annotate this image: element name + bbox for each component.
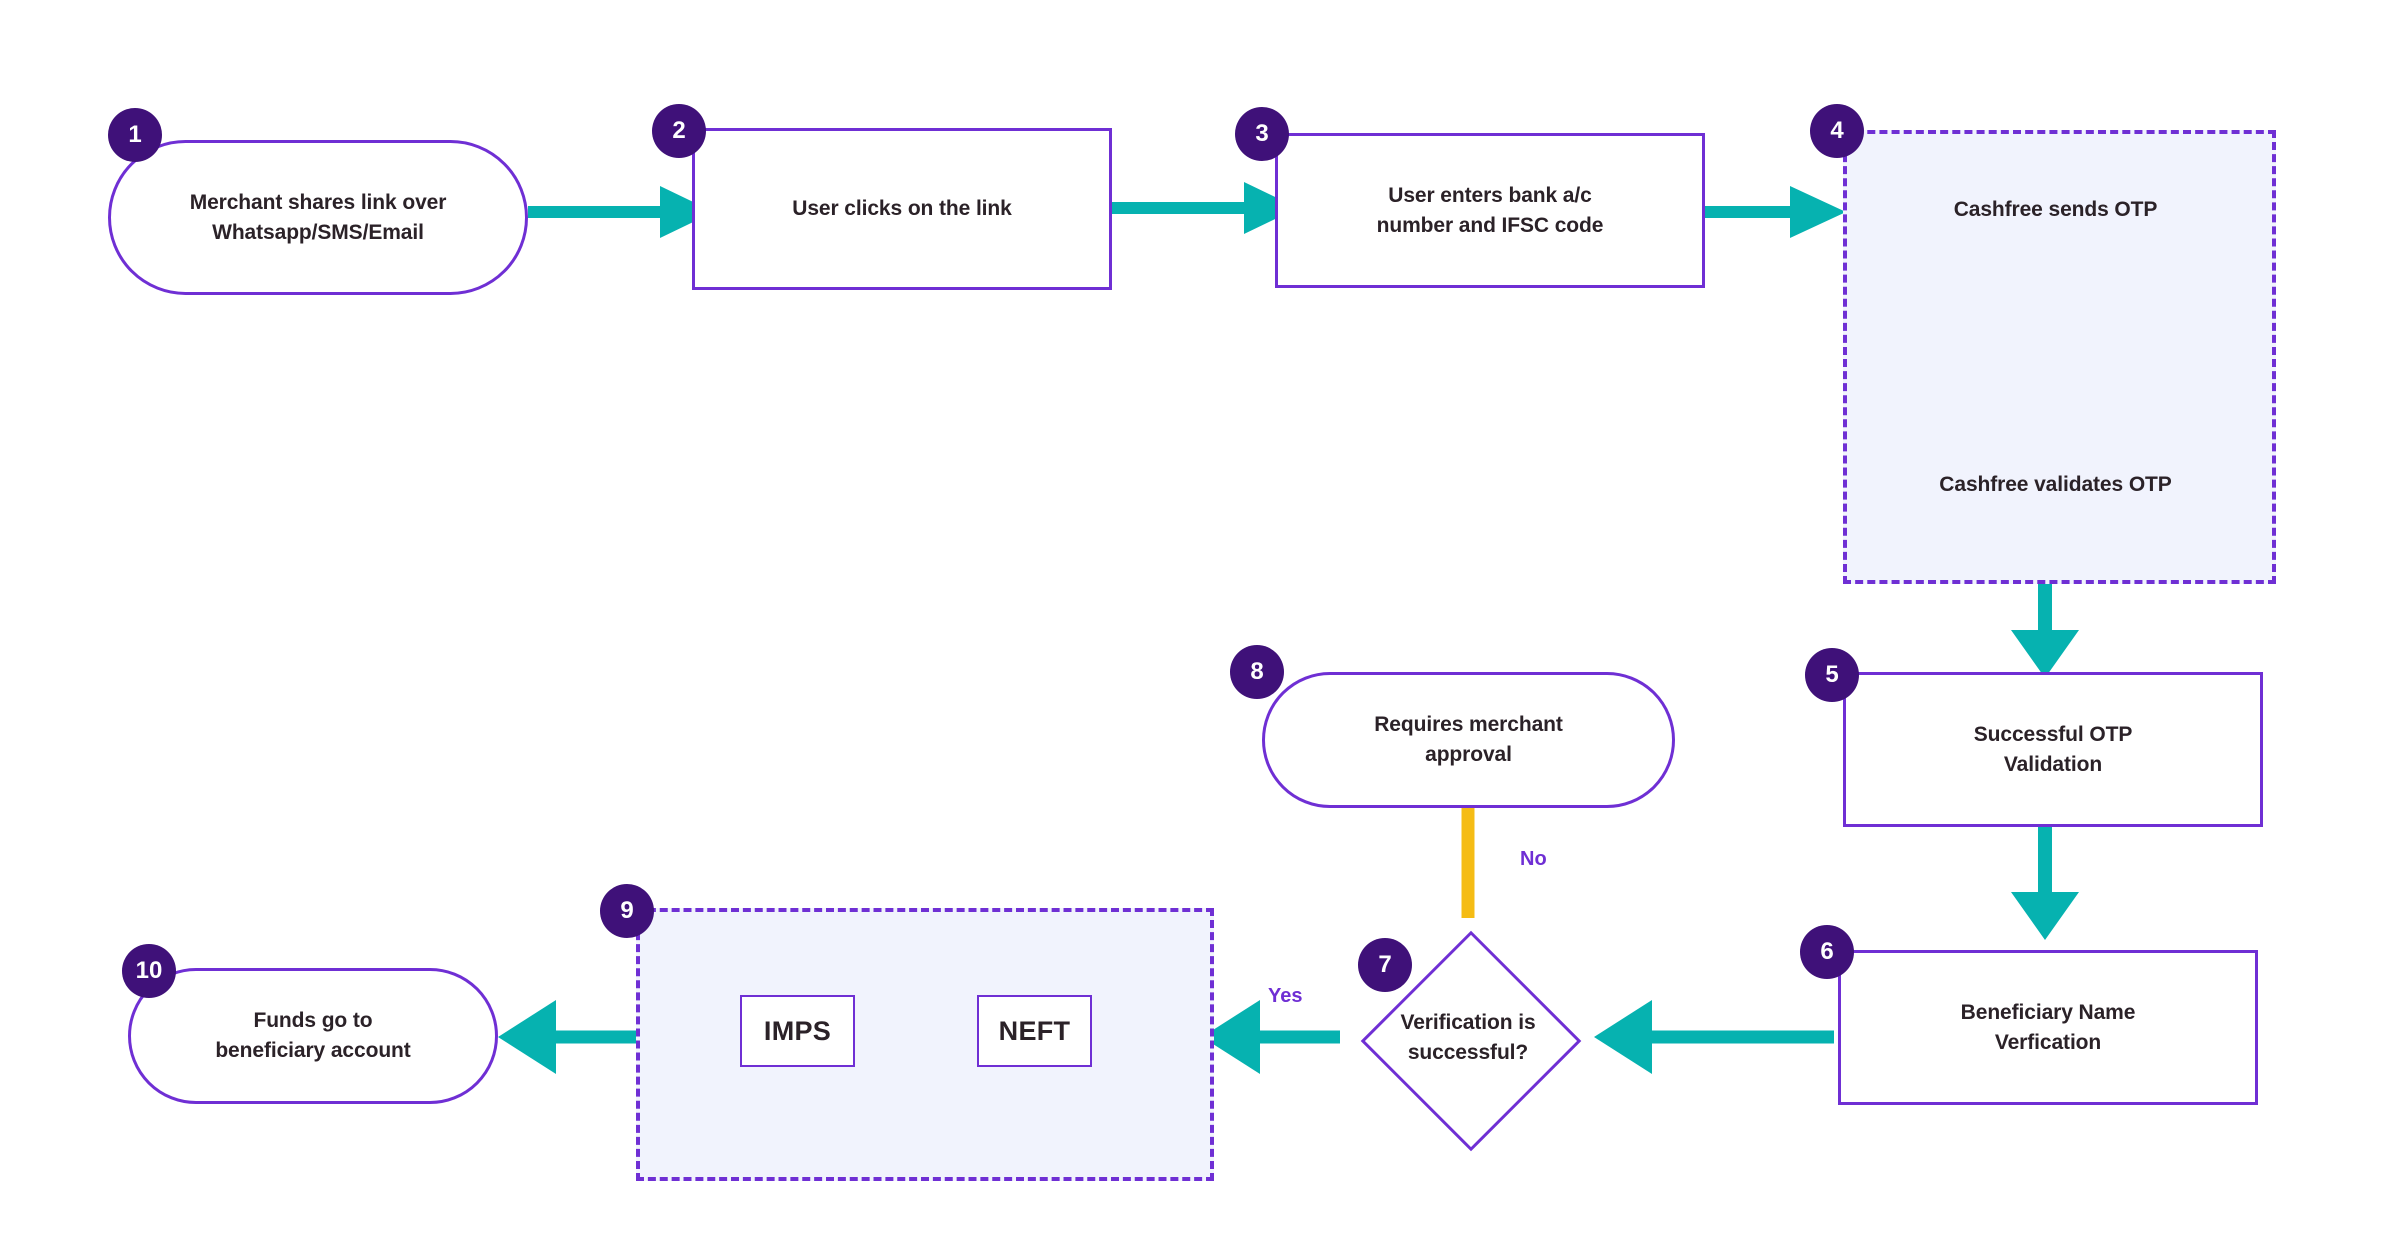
edge-n7-n9-yes bbox=[1202, 1000, 1340, 1074]
step-badge-6: 6 bbox=[1800, 925, 1854, 979]
node-step-7-line-1: Verification is bbox=[1400, 1011, 1536, 1035]
transfer-mode-neft[interactable]: NEFT bbox=[977, 995, 1092, 1067]
edge-n5-n6 bbox=[2011, 822, 2079, 940]
step-badge-1: 1 bbox=[108, 108, 162, 162]
node-step-3-line-2: number and IFSC code bbox=[1376, 213, 1604, 237]
step-badge-4: 4 bbox=[1810, 104, 1864, 158]
node-step-6-line-1: Beneficiary Name bbox=[1960, 1000, 2136, 1024]
step-badge-10: 10 bbox=[122, 944, 176, 998]
node-step-7-label: Verification is successful? bbox=[1382, 1008, 1553, 1068]
node-step-7[interactable]: Verification is successful? bbox=[1355, 925, 1582, 1152]
node-step-2[interactable]: User clicks on the link bbox=[692, 128, 1112, 290]
edge-n4-n5 bbox=[2011, 572, 2079, 678]
step-badge-3: 3 bbox=[1235, 107, 1289, 161]
node-step-10-line-1: Funds go to bbox=[253, 1009, 373, 1033]
node-step-5-label: Successful OTP Validation bbox=[1956, 720, 2151, 780]
node-step-3-label: User enters bank a/c number and IFSC cod… bbox=[1359, 181, 1622, 241]
node-step-2-line-1: User clicks on the link bbox=[792, 197, 1012, 221]
edge-n1-n2 bbox=[528, 186, 714, 238]
step-badge-7: 7 bbox=[1358, 938, 1412, 992]
node-step-1-line-2: Whatsapp/SMS/Email bbox=[212, 220, 424, 244]
node-step-10-label: Funds go to beneficiary account bbox=[197, 1006, 428, 1066]
node-step-4-top-label: Cashfree sends OTP bbox=[1843, 180, 2268, 240]
node-step-1[interactable]: Merchant shares link over Whatsapp/SMS/E… bbox=[108, 140, 528, 295]
edge-n9-n10 bbox=[498, 1000, 636, 1074]
node-step-4-group[interactable] bbox=[1843, 130, 2276, 584]
node-step-8-line-2: approval bbox=[1425, 743, 1512, 766]
step-badge-9: 9 bbox=[600, 884, 654, 938]
edge-n6-n7 bbox=[1594, 1000, 1834, 1074]
node-step-5-line-2: Validation bbox=[2003, 752, 2103, 776]
transfer-mode-imps[interactable]: IMPS bbox=[740, 995, 855, 1067]
node-step-6[interactable]: Beneficiary Name Verfication bbox=[1838, 950, 2258, 1105]
node-step-3[interactable]: User enters bank a/c number and IFSC cod… bbox=[1275, 133, 1705, 288]
branch-label-no: No bbox=[1520, 848, 1547, 870]
node-step-4-bottom-label: Cashfree validates OTP bbox=[1843, 455, 2268, 515]
branch-label-yes: Yes bbox=[1268, 985, 1303, 1007]
node-step-1-label: Merchant shares link over Whatsapp/SMS/E… bbox=[172, 188, 465, 248]
step-badge-2: 2 bbox=[652, 104, 706, 158]
node-step-3-line-1: User enters bank a/c bbox=[1388, 183, 1592, 207]
node-step-2-label: User clicks on the link bbox=[774, 194, 1029, 224]
node-step-6-line-2: Verfication bbox=[1994, 1030, 2102, 1054]
otp-sends-label: Cashfree sends OTP bbox=[1953, 198, 2158, 222]
edge-n2-n3 bbox=[1112, 182, 1298, 234]
node-step-8[interactable]: Requires merchant approval bbox=[1262, 672, 1675, 808]
node-step-5-line-1: Successful OTP bbox=[1973, 722, 2133, 746]
node-step-8-line-1: Requires merchant bbox=[1374, 713, 1563, 737]
edge-n3-n4 bbox=[1692, 186, 1846, 238]
node-step-9-group[interactable] bbox=[636, 908, 1214, 1181]
node-step-1-line-1: Merchant shares link over bbox=[189, 190, 447, 214]
node-step-6-label: Beneficiary Name Verfication bbox=[1943, 998, 2154, 1058]
node-step-10-line-2: beneficiary account bbox=[215, 1039, 411, 1062]
step-badge-5: 5 bbox=[1805, 648, 1859, 702]
node-step-10[interactable]: Funds go to beneficiary account bbox=[128, 968, 498, 1104]
node-step-5[interactable]: Successful OTP Validation bbox=[1843, 672, 2263, 827]
node-step-8-label: Requires merchant approval bbox=[1356, 710, 1581, 770]
step-badge-8: 8 bbox=[1230, 645, 1284, 699]
node-step-7-line-2: successful? bbox=[1407, 1041, 1529, 1064]
otp-validates-label: Cashfree validates OTP bbox=[1939, 473, 2172, 497]
